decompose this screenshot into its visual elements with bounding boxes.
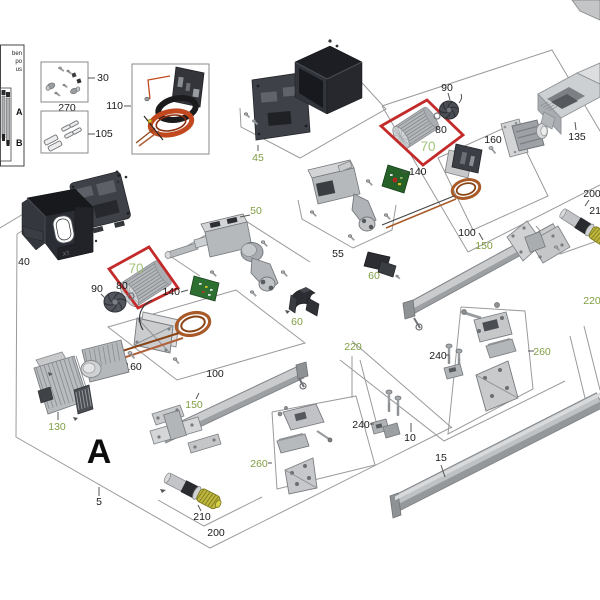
svg-text:60: 60 (291, 316, 303, 328)
svg-text:30: 30 (97, 72, 109, 84)
svg-text:15: 15 (435, 452, 447, 464)
svg-text:70: 70 (420, 139, 435, 154)
svg-text:10: 10 (404, 432, 416, 444)
svg-text:40: 40 (18, 256, 30, 268)
svg-text:100: 100 (458, 227, 476, 239)
svg-text:80: 80 (435, 124, 447, 136)
svg-text:60: 60 (368, 270, 380, 282)
svg-text:240: 240 (352, 419, 370, 431)
svg-text:90: 90 (91, 283, 103, 295)
svg-text:50: 50 (250, 205, 262, 217)
svg-text:XT: XT (62, 251, 71, 258)
svg-text:70: 70 (128, 261, 143, 276)
svg-text:130: 130 (48, 421, 66, 433)
svg-text:110: 110 (106, 100, 123, 112)
svg-text:220: 220 (344, 341, 362, 353)
svg-text:140: 140 (409, 166, 427, 178)
svg-text:220: 220 (583, 295, 600, 307)
svg-text:140: 140 (162, 286, 180, 298)
svg-text:90: 90 (441, 82, 453, 94)
svg-text:A: A (16, 107, 23, 117)
svg-text:5: 5 (96, 496, 102, 508)
svg-text:150: 150 (475, 240, 493, 252)
svg-text:105: 105 (95, 128, 113, 140)
svg-text:55: 55 (332, 248, 344, 260)
svg-text:240: 240 (429, 350, 447, 362)
svg-text:us: us (16, 67, 22, 73)
svg-text:260: 260 (533, 346, 551, 358)
svg-text:135: 135 (568, 131, 586, 143)
svg-text:260: 260 (250, 458, 268, 470)
svg-text:210: 210 (589, 205, 600, 217)
svg-text:A: A (87, 433, 112, 471)
svg-text:200: 200 (583, 188, 600, 200)
svg-text:210: 210 (193, 511, 211, 523)
svg-text:150: 150 (185, 399, 203, 411)
svg-text:ben: ben (12, 51, 22, 57)
svg-text:B: B (16, 138, 23, 148)
svg-text:100: 100 (206, 368, 224, 380)
svg-text:200: 200 (207, 527, 225, 539)
svg-text:160: 160 (484, 134, 502, 146)
svg-text:po: po (15, 59, 22, 65)
svg-text:45: 45 (252, 152, 264, 164)
svg-text:80: 80 (116, 280, 128, 292)
